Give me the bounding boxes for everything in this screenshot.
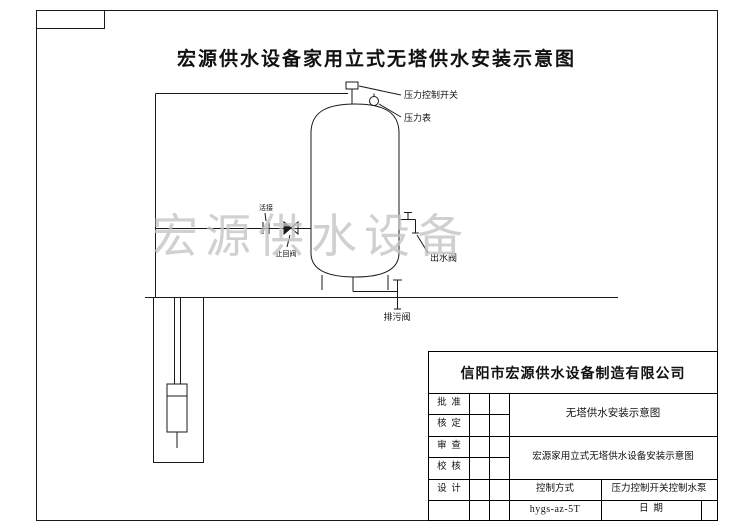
pressure-gauge-label: 压力表 <box>404 112 431 123</box>
design-label: 设 计 <box>437 483 461 494</box>
pressure-tank <box>310 103 400 278</box>
verify-label: 核 定 <box>437 419 461 430</box>
drain-valve-label: 排污阀 <box>383 311 410 322</box>
leader-pressure-gauge <box>378 103 402 118</box>
tb-line <box>429 436 717 437</box>
frame-corner-box <box>36 10 105 29</box>
model-code: hygs-az-5T <box>529 504 581 515</box>
tb-line <box>469 393 470 520</box>
doc-title-1: 无塔供水安装示意图 <box>565 408 661 420</box>
tb-line <box>429 393 717 394</box>
tb-line <box>429 500 717 501</box>
check-valve-label: 止回阀 <box>276 249 297 258</box>
submersible-pump <box>166 383 188 433</box>
pressure-switch-label: 压力控制开关 <box>404 89 458 100</box>
union-label: 活接 <box>259 203 273 212</box>
title-block: 信阳市宏源供水设备制造有限公司 批 准 核 定 审 查 校 核 设 计 无塔供水… <box>428 351 718 521</box>
leader-outlet-valve <box>416 234 429 254</box>
pressure-switch-symbol <box>345 81 359 90</box>
tb-line <box>601 479 602 520</box>
outlet-valve-label: 出水阀 <box>430 252 457 263</box>
well-casing <box>153 297 204 463</box>
page-title: 宏源供水设备家用立式无塔供水安装示意图 <box>176 49 576 70</box>
proof-label: 校 核 <box>437 462 461 473</box>
control-mode-value: 压力控制开关控制水泵 <box>611 483 707 494</box>
leader-check-valve <box>286 234 291 248</box>
tb-line <box>489 393 490 520</box>
tb-line <box>509 393 510 520</box>
review-label: 审 查 <box>437 440 461 451</box>
drawing-frame <box>36 10 718 521</box>
tb-line <box>429 479 717 480</box>
control-mode-label: 控制方式 <box>535 483 574 494</box>
doc-title-2: 宏源家用立式无塔供水设备安装示意图 <box>532 451 694 462</box>
leader-pressure-switch <box>358 85 402 96</box>
check-valve-symbol <box>283 220 292 236</box>
check-valve-symbol-2 <box>290 220 299 236</box>
leader-union <box>264 212 267 222</box>
tb-line <box>701 500 702 520</box>
date-label: 日 期 <box>639 504 663 515</box>
approve-label: 批 准 <box>437 397 461 408</box>
company-name: 信阳市宏源供水设备制造有限公司 <box>460 366 686 382</box>
pressure-gauge-symbol <box>369 96 379 106</box>
